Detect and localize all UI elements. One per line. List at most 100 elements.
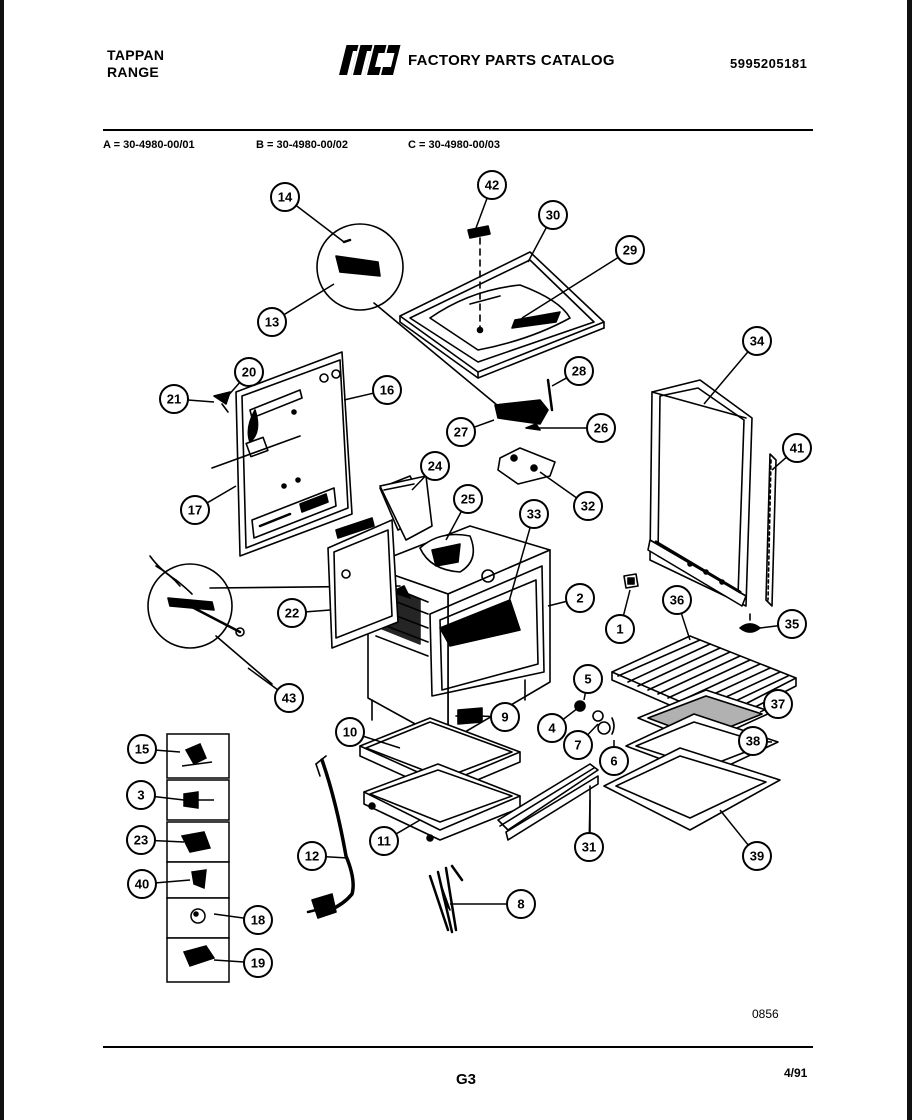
callout-label: 17 — [188, 503, 202, 518]
callout-circle — [662, 585, 692, 615]
model-b: B = 30-4980-00/02 — [256, 139, 349, 151]
callout-30: 30 — [527, 200, 568, 263]
callout-label: 22 — [285, 606, 299, 621]
callout-circle — [335, 717, 365, 747]
callout-circle — [506, 889, 536, 919]
callout-label: 13 — [265, 315, 279, 330]
callout-label: 38 — [746, 734, 760, 749]
callout-15: 15 — [127, 734, 181, 764]
callout-circle — [297, 841, 327, 871]
callout-label: 40 — [135, 877, 149, 892]
callout-circle — [180, 495, 210, 525]
catalog-title: FACTORY PARTS CATALOG — [408, 52, 615, 69]
callout-9: 9 — [479, 702, 520, 732]
callout-leader — [213, 959, 245, 963]
callout-leader — [363, 735, 401, 749]
cooktop-part — [399, 251, 605, 379]
callout-leader — [527, 227, 548, 263]
broiler-pan-37-38-39 — [603, 689, 781, 831]
door-frame-34 — [647, 379, 753, 607]
callout-leader — [411, 475, 426, 491]
product-type: RANGE — [107, 64, 160, 80]
callout-label: 23 — [134, 833, 148, 848]
callout-2: 2 — [547, 583, 595, 613]
page-id: G3 — [456, 1071, 477, 1088]
callout-circle — [519, 499, 549, 529]
callout-leader — [206, 485, 237, 504]
callout-label: 28 — [572, 364, 586, 379]
callout-label: 5 — [584, 672, 591, 687]
callout-leader — [539, 471, 578, 499]
callout-7: 7 — [563, 723, 599, 760]
back-wall-24 — [379, 475, 433, 541]
callout-36: 36 — [662, 585, 692, 641]
control-panel-part — [211, 351, 353, 557]
callout-label: 20 — [242, 365, 256, 380]
callout-leader — [155, 879, 191, 884]
callout-22: 22 — [277, 598, 331, 628]
callout-21: 21 — [159, 384, 215, 414]
callout-circle — [234, 357, 264, 387]
callout-leader — [283, 283, 335, 316]
callout-label: 34 — [750, 334, 765, 349]
callout-circle — [127, 869, 157, 899]
callout-label: 19 — [251, 956, 265, 971]
callout-11: 11 — [369, 819, 421, 856]
callout-4: 4 — [537, 707, 579, 743]
callout-circle — [477, 170, 507, 200]
revision-date: 4/91 — [784, 1066, 808, 1080]
model-a: A = 30-4980-00/01 — [103, 139, 195, 151]
callout-42: 42 — [475, 170, 507, 229]
callout-circle — [574, 832, 604, 862]
callout-label: 29 — [623, 243, 637, 258]
callout-label: 27 — [454, 425, 468, 440]
callout-24: 24 — [411, 451, 450, 491]
callout-circle — [127, 734, 157, 764]
callout-40: 40 — [127, 869, 191, 899]
callout-leader — [588, 799, 591, 834]
callout-circle — [257, 307, 287, 337]
callout-12: 12 — [297, 841, 349, 871]
callout-circle — [369, 826, 399, 856]
callout-circle — [243, 948, 273, 978]
callout-leader — [154, 795, 185, 801]
callout-label: 35 — [785, 617, 799, 632]
terminal-detail-43 — [147, 555, 273, 685]
callout-33: 33 — [505, 499, 549, 613]
callout-circle — [126, 780, 156, 810]
callout-circle — [565, 583, 595, 613]
callout-label: 26 — [594, 421, 608, 436]
wci-logo — [339, 45, 401, 75]
callout-leader — [343, 392, 374, 401]
callout-circle — [274, 683, 304, 713]
callout-label: 7 — [574, 738, 581, 753]
callout-circle — [605, 614, 635, 644]
callout-18: 18 — [213, 905, 273, 935]
callout-leader — [475, 197, 488, 229]
callout-16: 16 — [343, 375, 402, 405]
callout-label: 2 — [576, 591, 583, 606]
callout-leader — [225, 381, 241, 399]
callout-label: 10 — [343, 725, 357, 740]
brand-name: TAPPAN — [107, 47, 165, 63]
callout-circle — [742, 326, 772, 356]
callout-39: 39 — [719, 809, 772, 871]
callout-19: 19 — [213, 948, 273, 978]
callout-circle — [490, 702, 520, 732]
callout-leader — [771, 456, 787, 471]
callout-32: 32 — [539, 471, 603, 521]
callout-label: 30 — [546, 208, 560, 223]
callout-circle — [763, 689, 793, 719]
callout-leader — [305, 609, 331, 613]
catalog-number: 5995205181 — [730, 56, 808, 71]
callout-29: 29 — [521, 235, 645, 319]
callout-circle — [159, 384, 189, 414]
callout-circle — [777, 609, 807, 639]
callout-leader — [445, 510, 463, 541]
callout-label: 3 — [137, 788, 144, 803]
callout-label: 32 — [581, 499, 595, 514]
callout-label: 8 — [517, 897, 524, 912]
callout-leader — [703, 351, 749, 405]
